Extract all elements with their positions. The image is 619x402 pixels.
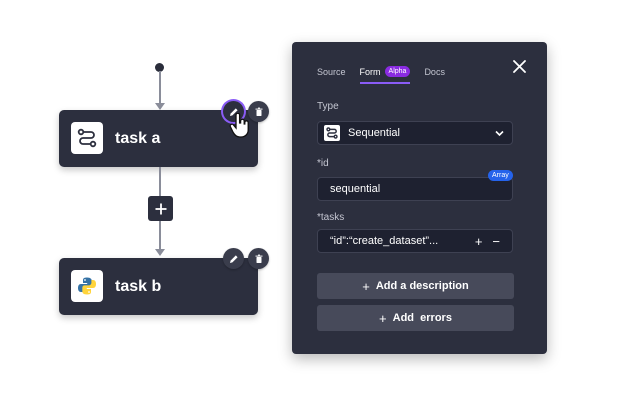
tasks-ops: + − — [475, 234, 500, 249]
connector-arrow — [155, 103, 165, 110]
sequential-icon — [71, 122, 103, 154]
connector-arrow — [155, 249, 165, 256]
task-label: task a — [115, 130, 161, 147]
chevron-down-icon — [495, 130, 504, 137]
tab-label: Docs — [424, 66, 445, 77]
flow-start-dot — [155, 63, 164, 72]
tasks-input[interactable]: “id”:“create_dataset”... + − — [317, 229, 513, 253]
close-icon — [512, 59, 526, 73]
tasks-remove-button[interactable]: − — [492, 234, 500, 249]
plus-icon — [155, 203, 166, 214]
task-card-a[interactable]: task a — [59, 110, 258, 167]
connector-line — [159, 167, 161, 196]
sequential-icon — [324, 125, 340, 141]
type-select[interactable]: Sequential — [317, 121, 513, 145]
delete-task-a-button[interactable] — [248, 101, 269, 122]
trash-icon — [255, 254, 262, 263]
task-label: task b — [115, 278, 162, 295]
task-editor-panel: Source Form Alpha Docs Type Sequential *… — [292, 42, 547, 354]
id-input-value: sequential — [330, 183, 381, 195]
tab-form[interactable]: Form Alpha — [359, 66, 411, 84]
tasks-input-value: “id”:“create_dataset”... — [330, 235, 439, 247]
add-description-label: Add a description — [375, 280, 469, 292]
type-select-value: Sequential — [348, 127, 400, 139]
add-errors-button[interactable]: + Add errors — [317, 305, 514, 331]
edit-task-b-button[interactable] — [223, 248, 244, 269]
task-card-b[interactable]: task b — [59, 258, 258, 315]
plus-icon: + — [379, 310, 387, 326]
tab-docs[interactable]: Docs — [424, 66, 445, 84]
pencil-icon — [229, 254, 238, 263]
panel-tabs: Source Form Alpha Docs — [317, 66, 459, 84]
tasks-label: *tasks — [317, 212, 345, 223]
connector-line — [159, 221, 161, 250]
trash-icon — [255, 107, 262, 116]
pencil-icon — [229, 107, 238, 116]
delete-task-b-button[interactable] — [248, 248, 269, 269]
type-label: Type — [317, 101, 339, 112]
add-task-button[interactable] — [148, 196, 173, 221]
id-label: *id — [317, 158, 329, 169]
tab-label: Form — [359, 66, 381, 77]
tab-label: Source — [317, 66, 346, 77]
connector-line — [159, 71, 161, 104]
add-errors-label: Add errors — [392, 312, 452, 324]
alpha-badge: Alpha — [384, 66, 411, 77]
python-icon — [71, 270, 103, 302]
add-description-button[interactable]: + Add a description — [317, 273, 514, 299]
array-badge: Array — [488, 170, 513, 181]
cursor-hand-icon — [229, 112, 251, 144]
tab-source[interactable]: Source — [317, 66, 346, 84]
tasks-add-button[interactable]: + — [474, 234, 483, 249]
id-input[interactable]: sequential — [317, 177, 513, 201]
close-panel-button[interactable] — [511, 58, 527, 74]
plus-icon: + — [362, 278, 370, 294]
